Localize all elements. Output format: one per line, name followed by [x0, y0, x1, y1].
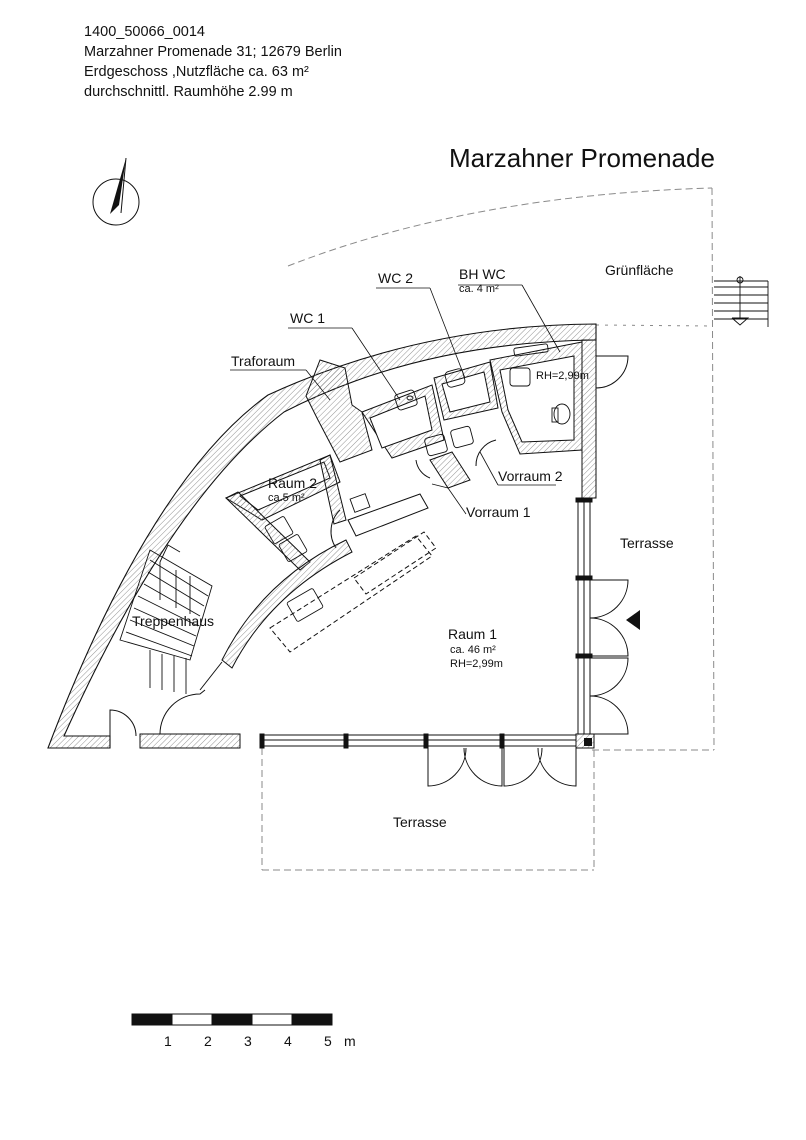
room-height: durchschnittl. Raumhöhe 2.99 m [84, 84, 293, 100]
property-boundary [261, 187, 715, 871]
scale-label-3: 3 [244, 1033, 252, 1049]
label-rh-bhwc: RH=2,99m [536, 370, 589, 382]
label-raum1: Raum 1 [448, 626, 498, 642]
label-wc1: WC 1 [290, 310, 325, 326]
label-raum2: Raum 2 [268, 475, 318, 491]
staircase [119, 544, 213, 694]
plan-id: 1400_50066_0014 [84, 24, 205, 40]
address: Marzahner Promenade 31; 12679 Berlin [84, 44, 342, 60]
label-raum2-area: ca.5 m² [268, 492, 305, 504]
scale-label-4: 4 [284, 1033, 292, 1049]
outdoor-steps [714, 276, 769, 327]
floor-area: Erdgeschoss ,Nutzfläche ca. 63 m² [84, 64, 309, 80]
label-raum1-rh: RH=2,99m [450, 658, 503, 670]
label-leaders [230, 284, 561, 515]
door-swings [109, 355, 629, 787]
label-bhwc: BH WC [459, 266, 506, 282]
label-gruenflaeche: Grünfläche [605, 262, 674, 278]
label-vorraum1: Vorraum 1 [466, 504, 531, 520]
label-treppenhaus: Treppenhaus [132, 613, 214, 629]
scale-bar [131, 1013, 333, 1026]
label-terrasse-right: Terrasse [620, 535, 674, 551]
north-arrow-icon [92, 157, 140, 226]
scale-unit: m [344, 1033, 356, 1049]
label-traforaum: Traforaum [231, 353, 296, 369]
label-raum1-area: ca. 46 m² [450, 644, 496, 656]
sanitary-fixtures [264, 343, 571, 622]
scale-label-2: 2 [204, 1033, 212, 1049]
scale-label-5: 5 [324, 1033, 332, 1049]
label-bhwc-area: ca. 4 m² [459, 283, 499, 295]
label-wc2: WC 2 [378, 270, 413, 286]
interior-walls [199, 341, 583, 691]
street-name: Marzahner Promenade [449, 143, 715, 173]
glazing [259, 497, 593, 749]
label-vorraum2: Vorraum 2 [498, 468, 563, 484]
scale-label-1: 1 [164, 1033, 172, 1049]
label-terrasse-bottom: Terrasse [393, 814, 447, 830]
entrance-triangle-icon [626, 610, 640, 630]
